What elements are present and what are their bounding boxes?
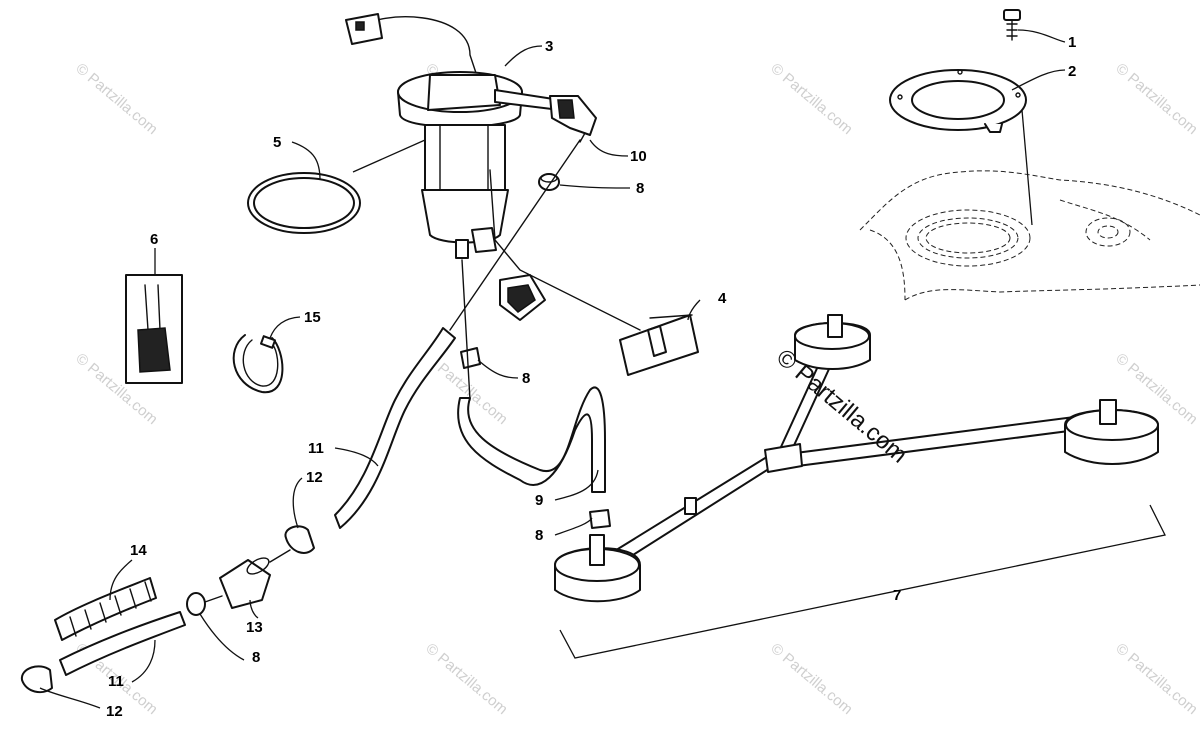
elbow-connector-part-10	[549, 95, 597, 143]
regulator-part-6	[125, 274, 183, 384]
hose-clamp-part-8-c	[589, 509, 611, 529]
callout-14: 14	[130, 542, 147, 559]
fuel-tank-outline	[859, 109, 1200, 301]
o-ring-part-5	[247, 172, 361, 234]
watermark-tile: © Partzilla.com	[1112, 640, 1200, 718]
callout-6: 6	[150, 231, 158, 248]
pump-to-hose-line	[449, 139, 581, 331]
watermark-tile: © Partzilla.com	[422, 640, 510, 718]
hose-part-11-upper	[334, 327, 456, 529]
callout-10: 10	[630, 148, 647, 165]
watermark-tile: © Partzilla.com	[72, 60, 160, 138]
watermark-tile: © Partzilla.com	[1112, 60, 1200, 138]
fuel-filter-part-13	[204, 549, 291, 609]
callout-11: 11	[308, 440, 324, 457]
callout-1: 1	[1068, 34, 1076, 51]
hose-clamp-part-12-b	[20, 665, 53, 694]
callout-4: 4	[718, 290, 727, 307]
hose-clamp-part-8-b	[460, 347, 481, 369]
callout-8: 8	[535, 527, 543, 544]
sleeve-part-14	[54, 577, 157, 641]
pump-drop-line	[461, 259, 471, 401]
watermark-tile: © Partzilla.com	[767, 60, 855, 138]
callout-13: 13	[246, 619, 263, 636]
hose-part-9	[457, 386, 606, 493]
callout-9: 9	[535, 492, 543, 509]
assembly-bracket-line	[559, 504, 1166, 659]
bolt-part-1	[1003, 9, 1021, 41]
flange-ring-part-2	[889, 69, 1027, 133]
callout-3: 3	[545, 38, 553, 55]
callout-8: 8	[252, 649, 260, 666]
callout-7: 7	[893, 587, 901, 604]
clip-ring-part-15	[232, 334, 284, 394]
callout-5: 5	[273, 134, 281, 151]
watermark-tile: © Partzilla.com	[767, 640, 855, 718]
fuel-pump-module-part-3	[345, 13, 641, 331]
hose-clamp-part-8-a	[538, 173, 560, 191]
callout-8: 8	[522, 370, 530, 387]
callout-15: 15	[304, 309, 321, 326]
leader-lines	[39, 29, 1066, 709]
hose-part-11-lower	[59, 611, 186, 676]
callout-8: 8	[636, 180, 644, 197]
connector-part-4	[619, 314, 699, 376]
hose-clamp-part-12-a	[284, 525, 315, 554]
callout-12: 12	[306, 469, 323, 486]
pickup-assembly-part-7	[554, 314, 1159, 603]
callout-11: 11	[108, 673, 124, 690]
hose-clamp-part-8-d	[186, 592, 206, 616]
callout-2: 2	[1068, 63, 1076, 80]
callout-12: 12	[106, 703, 123, 720]
callout-labels: 1 2 3 5 10 8 6 4 15 8 11 12 9 8 14 7 13 …	[106, 34, 1076, 720]
